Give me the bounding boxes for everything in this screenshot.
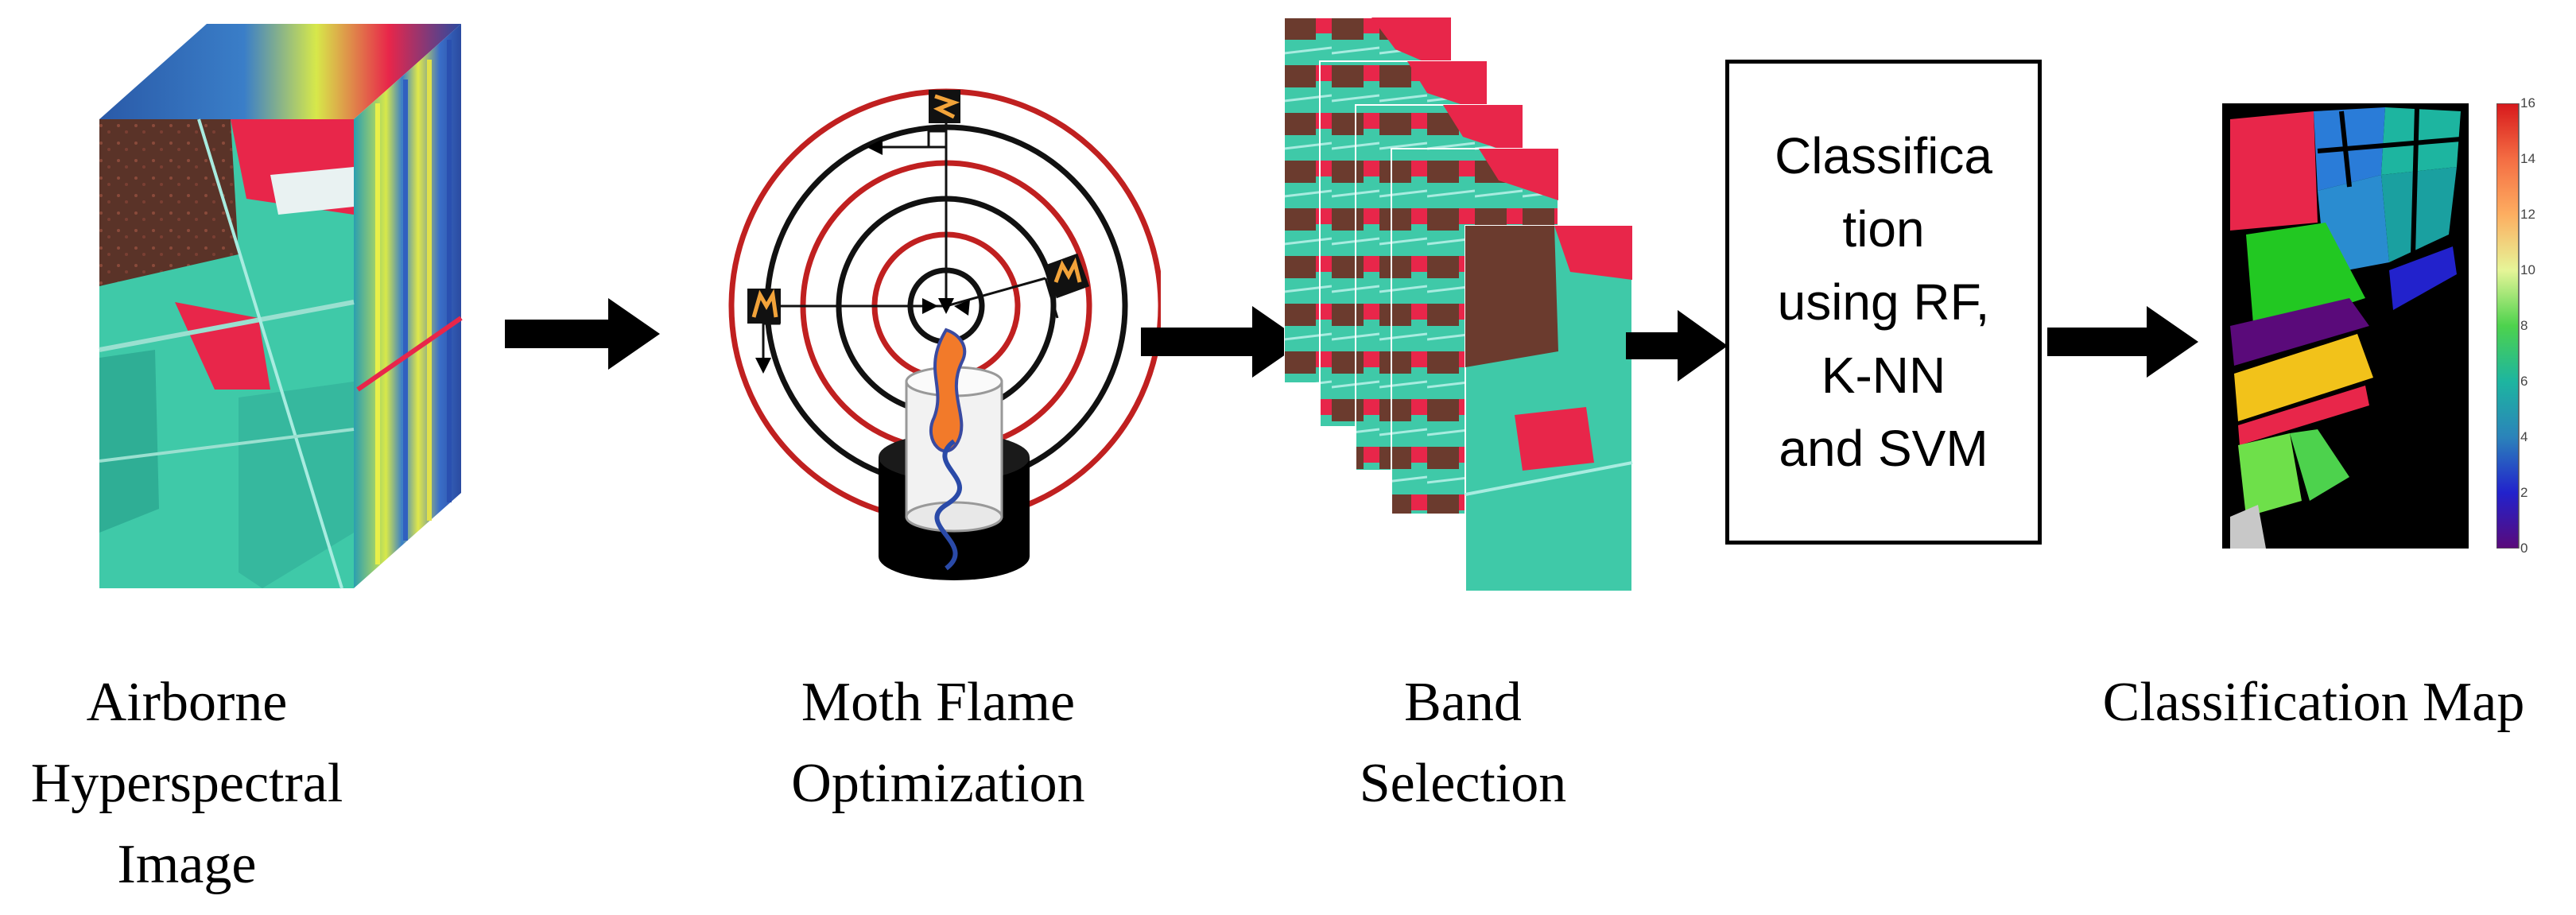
caption-band: Band Selection	[1304, 662, 1622, 824]
arrow-1	[505, 298, 660, 370]
arrow-2	[1141, 306, 1304, 378]
colorbar-tick-label: 2	[2520, 485, 2528, 500]
caption-line: Airborne	[86, 672, 288, 733]
classification-line-5: and SVM	[1779, 420, 1988, 477]
colorbar-tick-label: 12	[2520, 207, 2535, 222]
caption-mfo: Moth Flame Optimization	[731, 662, 1145, 824]
map-region	[2230, 111, 2318, 231]
caption-line: Hyperspectral	[30, 753, 343, 814]
caption-map: Classification Map	[2059, 662, 2568, 743]
smoke-trail	[934, 439, 962, 571]
map-region	[2238, 433, 2302, 517]
hyperspectral-cube	[99, 24, 463, 589]
colorbar	[2496, 103, 2520, 549]
cube-front-face	[99, 118, 355, 589]
colorbar-tick-label: 8	[2520, 318, 2528, 333]
band-selection-stack	[1284, 17, 1633, 592]
map-region	[2389, 246, 2457, 310]
map-region	[2234, 334, 2373, 421]
caption-line: Image	[117, 834, 257, 895]
band-image-front	[1465, 225, 1633, 592]
colorbar-tick-label: 4	[2520, 429, 2528, 444]
caption-line: Classification Map	[2102, 672, 2525, 733]
caption-line: Band	[1404, 672, 1522, 733]
guide-arrowheads	[755, 139, 970, 374]
cube-side-stripes	[356, 40, 463, 564]
moth-icon	[929, 90, 960, 123]
arrow-4	[2047, 306, 2198, 378]
colorbar-tick-label: 14	[2520, 151, 2535, 166]
colorbar-tick-label: 6	[2520, 374, 2528, 389]
map-region	[2238, 386, 2369, 445]
map-region	[2290, 429, 2349, 501]
moth-icon	[1044, 253, 1090, 299]
map-region	[2381, 167, 2457, 262]
map-field-borders	[2317, 107, 2462, 255]
map-region	[2230, 298, 2369, 366]
map-region	[2230, 505, 2266, 549]
classification-line-1: Classifica	[1775, 127, 1992, 184]
moth-icon	[747, 289, 781, 324]
flame	[929, 328, 967, 453]
caption-line: Optimization	[791, 753, 1085, 814]
classification-box: Classifica tion using RF, K-NN and SVM	[1725, 60, 2042, 545]
caption-line: Selection	[1359, 753, 1567, 814]
colorbar-tick-label: 0	[2520, 541, 2528, 556]
cube-top-face	[99, 24, 461, 119]
caption-line: Moth Flame	[801, 672, 1076, 733]
moth-flame-illustration	[728, 88, 1161, 580]
arrow-3	[1626, 310, 1728, 382]
caption-airborne: Airborne Hyperspectral Image	[0, 662, 374, 905]
classification-line-3: using RF,	[1777, 273, 1990, 331]
colorbar-tick-label: 10	[2520, 262, 2535, 277]
colorbar-tick-label: 16	[2520, 95, 2535, 110]
classification-line-4: K-NN	[1821, 347, 1946, 404]
classification-line-2: tion	[1842, 200, 1925, 258]
classification-map	[2222, 103, 2469, 549]
